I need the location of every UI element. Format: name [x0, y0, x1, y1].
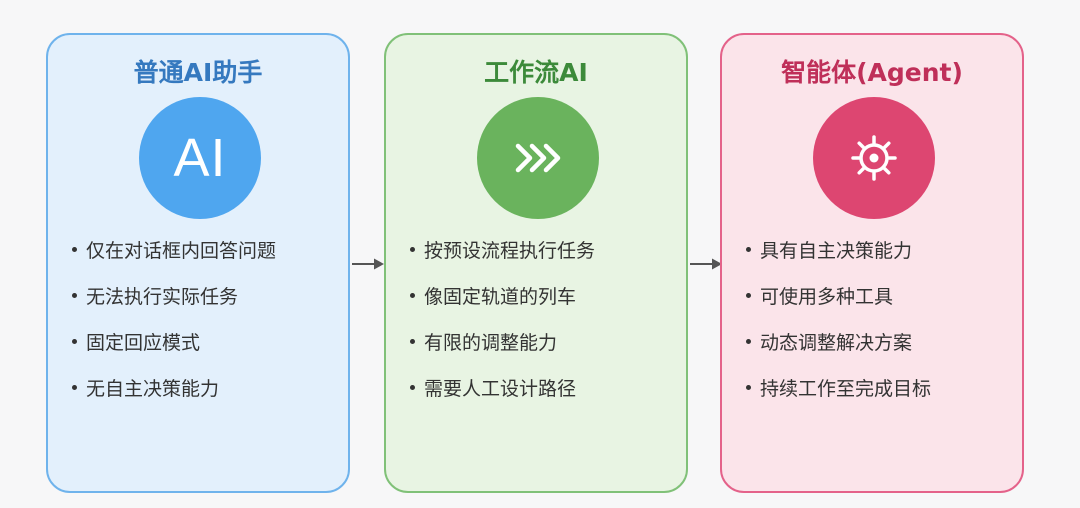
bullet-icon: [746, 385, 751, 390]
bullet-icon: [410, 385, 415, 390]
card-title: 智能体(Agent): [781, 58, 963, 87]
feature-text: 具有自主决策能力: [760, 240, 913, 262]
feature-item: 固定回应模式: [72, 330, 338, 356]
feature-list: 按预设流程执行任务 像固定轨道的列车 有限的调整能力 需要人工设计路径: [410, 238, 676, 422]
card-agent: 智能体(Agent) 具有自主决策能力 可使用多种工具 动态调整解决方案 持续工…: [720, 33, 1024, 493]
feature-list: 具有自主决策能力 可使用多种工具 动态调整解决方案 持续工作至完成目标: [746, 238, 1012, 422]
feature-item: 可使用多种工具: [746, 284, 1012, 310]
feature-item: 有限的调整能力: [410, 330, 676, 356]
ai-icon-circle: AI: [139, 97, 261, 219]
bullet-icon: [410, 293, 415, 298]
agent-icon-circle: [813, 97, 935, 219]
arrow-right-icon: [352, 258, 384, 270]
bullet-icon: [72, 293, 77, 298]
feature-item: 无自主决策能力: [72, 376, 338, 402]
card-workflow-ai: 工作流AI 按预设流程执行任务 像固定轨道的列车 有限的调整能力 需要人工设计路…: [384, 33, 688, 493]
bullet-icon: [410, 339, 415, 344]
bullet-icon: [72, 385, 77, 390]
card-title: 工作流AI: [484, 58, 588, 87]
chevrons-right-icon: [515, 143, 561, 173]
arrow-right-icon: [690, 258, 722, 270]
bullet-icon: [72, 339, 77, 344]
bullet-icon: [72, 247, 77, 252]
feature-item: 持续工作至完成目标: [746, 376, 1012, 402]
feature-text: 需要人工设计路径: [424, 378, 577, 400]
bullet-icon: [746, 247, 751, 252]
workflow-icon-circle: [477, 97, 599, 219]
feature-item: 像固定轨道的列车: [410, 284, 676, 310]
feature-text: 无法执行实际任务: [86, 286, 239, 308]
ai-text-icon: AI: [173, 128, 227, 188]
feature-text: 像固定轨道的列车: [424, 286, 577, 308]
bullet-icon: [410, 247, 415, 252]
bullet-icon: [746, 339, 751, 344]
gear-icon: [851, 135, 897, 181]
feature-list: 仅在对话框内回答问题 无法执行实际任务 固定回应模式 无自主决策能力: [72, 238, 338, 422]
feature-item: 仅在对话框内回答问题: [72, 238, 338, 264]
feature-text: 无自主决策能力: [86, 378, 220, 400]
feature-item: 动态调整解决方案: [746, 330, 1012, 356]
feature-item: 按预设流程执行任务: [410, 238, 676, 264]
feature-text: 按预设流程执行任务: [424, 240, 596, 262]
feature-text: 持续工作至完成目标: [760, 378, 932, 400]
feature-item: 需要人工设计路径: [410, 376, 676, 402]
feature-text: 有限的调整能力: [424, 332, 558, 354]
feature-text: 可使用多种工具: [760, 286, 894, 308]
feature-item: 具有自主决策能力: [746, 238, 1012, 264]
feature-text: 仅在对话框内回答问题: [86, 240, 277, 262]
feature-text: 动态调整解决方案: [760, 332, 913, 354]
feature-text: 固定回应模式: [86, 332, 201, 354]
feature-item: 无法执行实际任务: [72, 284, 338, 310]
card-regular-ai-assistant: 普通AI助手 AI 仅在对话框内回答问题 无法执行实际任务 固定回应模式 无自主…: [46, 33, 350, 493]
bullet-icon: [746, 293, 751, 298]
card-title: 普通AI助手: [133, 58, 263, 87]
